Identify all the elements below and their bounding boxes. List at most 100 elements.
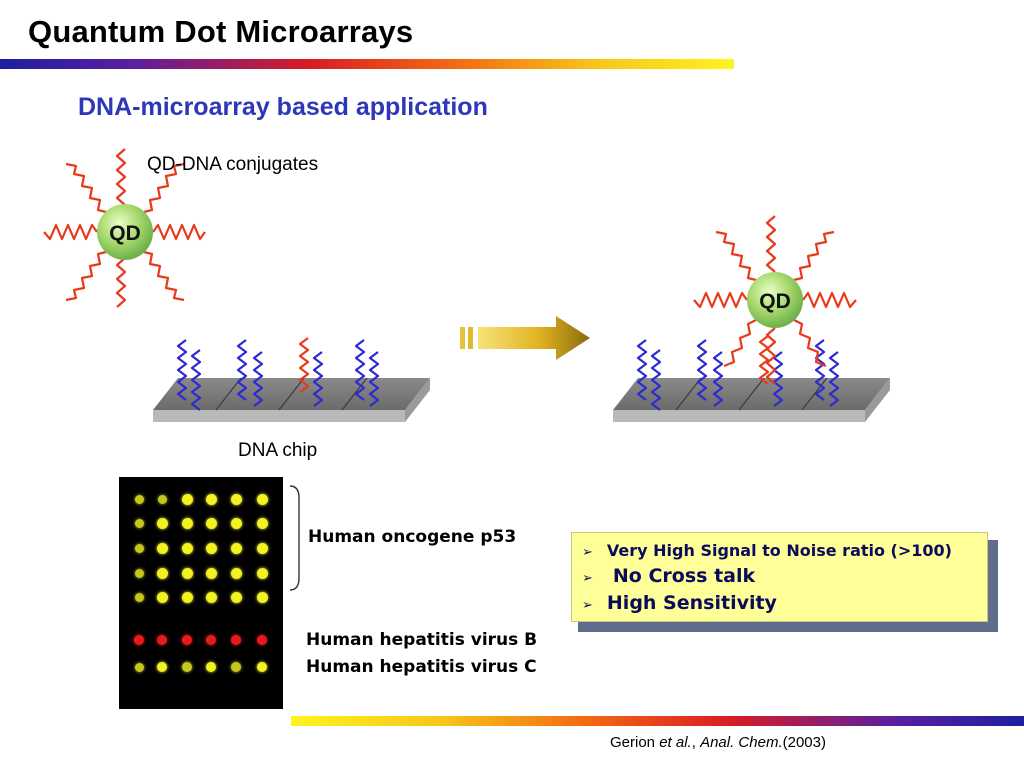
dna-chip-right: QD — [613, 215, 890, 422]
probe-strand — [828, 351, 840, 407]
bracket — [289, 485, 300, 591]
microarray-spot — [205, 591, 217, 603]
microarray-spot — [181, 493, 193, 505]
qd-dna-diagram: QD — [43, 148, 890, 422]
arrow-bullet-icon: ➢ — [582, 598, 593, 613]
probe-strand — [814, 339, 826, 401]
dna-strand — [802, 291, 857, 309]
probe-strand — [772, 351, 784, 407]
microarray-spot — [230, 591, 242, 603]
callout-box: ➢Very High Signal to Noise ratio (>100) … — [571, 532, 988, 622]
microarray-spot — [134, 635, 144, 645]
microarray-spot — [157, 635, 167, 645]
callout-item: ➢No Cross talk — [582, 565, 756, 587]
microarray-spot — [182, 635, 192, 645]
quantum-dot — [747, 272, 803, 328]
microarray-spot — [134, 543, 144, 553]
probe-strand — [252, 351, 264, 407]
microarray-spot — [134, 662, 144, 672]
microarray-spot — [181, 517, 193, 529]
microarray-spot — [205, 493, 217, 505]
label-hepatitis-b: Human hepatitis virus B — [306, 630, 538, 650]
microarray-spot — [230, 567, 242, 579]
target-strand — [298, 337, 310, 393]
callout-item: ➢Very High Signal to Noise ratio (>100) — [582, 541, 952, 560]
quantum-dot — [97, 204, 153, 260]
probe-strand — [696, 339, 708, 401]
microarray-spot — [134, 592, 144, 602]
probe-strand — [712, 351, 724, 407]
dna-strand — [65, 162, 107, 214]
qd-conjugate-left: QD — [43, 148, 206, 308]
probe-strand — [190, 349, 202, 411]
microarray-spot — [256, 517, 268, 529]
probe-strand — [354, 339, 366, 401]
probe-strand — [236, 339, 248, 401]
dna-strand — [115, 257, 127, 308]
section-subtitle: DNA-microarray based application — [78, 93, 488, 121]
footer-gradient-bar — [291, 716, 1024, 726]
microarray-spot — [181, 591, 193, 603]
callout-item: ➢High Sensitivity — [582, 592, 777, 614]
qd-label: QD — [109, 222, 141, 245]
slide-title: Quantum Dot Microarrays — [28, 14, 414, 49]
microarray-spot — [134, 494, 144, 504]
microarray-spot — [157, 662, 167, 672]
microarray-spot — [230, 493, 242, 505]
microarray-spot — [231, 662, 241, 672]
microarray-spot — [230, 542, 242, 554]
microarray-spot — [206, 635, 216, 645]
probe-strand — [368, 351, 380, 407]
dna-strand — [65, 250, 107, 302]
dna-strand — [765, 215, 777, 273]
arrow-bullet-icon: ➢ — [582, 545, 593, 560]
microarray-image — [119, 477, 283, 709]
microarray-spot — [181, 542, 193, 554]
microarray-spot — [256, 591, 268, 603]
microarray-spot — [257, 662, 267, 672]
dna-strand — [693, 291, 748, 309]
microarray-spot — [231, 635, 241, 645]
qd-label: QD — [759, 290, 791, 313]
title-gradient-bar — [0, 59, 734, 69]
microarray-spot — [134, 568, 144, 578]
microarray-spot — [205, 542, 217, 554]
probe-strand — [176, 339, 188, 401]
microarray-spot — [256, 542, 268, 554]
label-oncogene-p53: Human oncogene p53 — [308, 527, 517, 547]
dna-strand — [723, 319, 757, 368]
probe-strand — [650, 349, 662, 411]
microarray-spot — [157, 494, 167, 504]
microarray-spot — [205, 517, 217, 529]
dna-strand — [793, 319, 827, 368]
dna-chip-left — [153, 337, 430, 422]
microarray-spot — [256, 493, 268, 505]
dna-strand — [715, 230, 757, 282]
dna-strand — [115, 148, 127, 206]
chip-label: DNA chip — [238, 440, 318, 461]
microarray-spot — [181, 567, 193, 579]
microarray-spot — [206, 662, 216, 672]
microarray-spot — [134, 518, 144, 528]
microarray-spot — [156, 591, 168, 603]
dna-strand — [765, 327, 777, 385]
dna-strand — [793, 230, 835, 282]
process-arrow — [460, 316, 590, 360]
microarray-spot — [156, 517, 168, 529]
microarray-spot — [156, 542, 168, 554]
microarray-spot — [256, 567, 268, 579]
microarray-spot — [230, 517, 242, 529]
dna-strand — [152, 223, 206, 241]
dna-strand — [143, 162, 185, 214]
probe-strand — [636, 339, 648, 401]
conjugate-label: QD-DNA conjugates — [147, 154, 319, 175]
citation: Gerion et al., Anal. Chem.(2003) — [610, 734, 826, 751]
arrow-bullet-icon: ➢ — [582, 571, 593, 586]
microarray-spot — [182, 662, 192, 672]
microarray-spot — [257, 635, 267, 645]
probe-strand — [312, 351, 324, 407]
dna-strand — [43, 223, 98, 241]
microarray-spot — [156, 567, 168, 579]
dna-strand — [758, 335, 770, 385]
dna-strand — [143, 250, 185, 302]
